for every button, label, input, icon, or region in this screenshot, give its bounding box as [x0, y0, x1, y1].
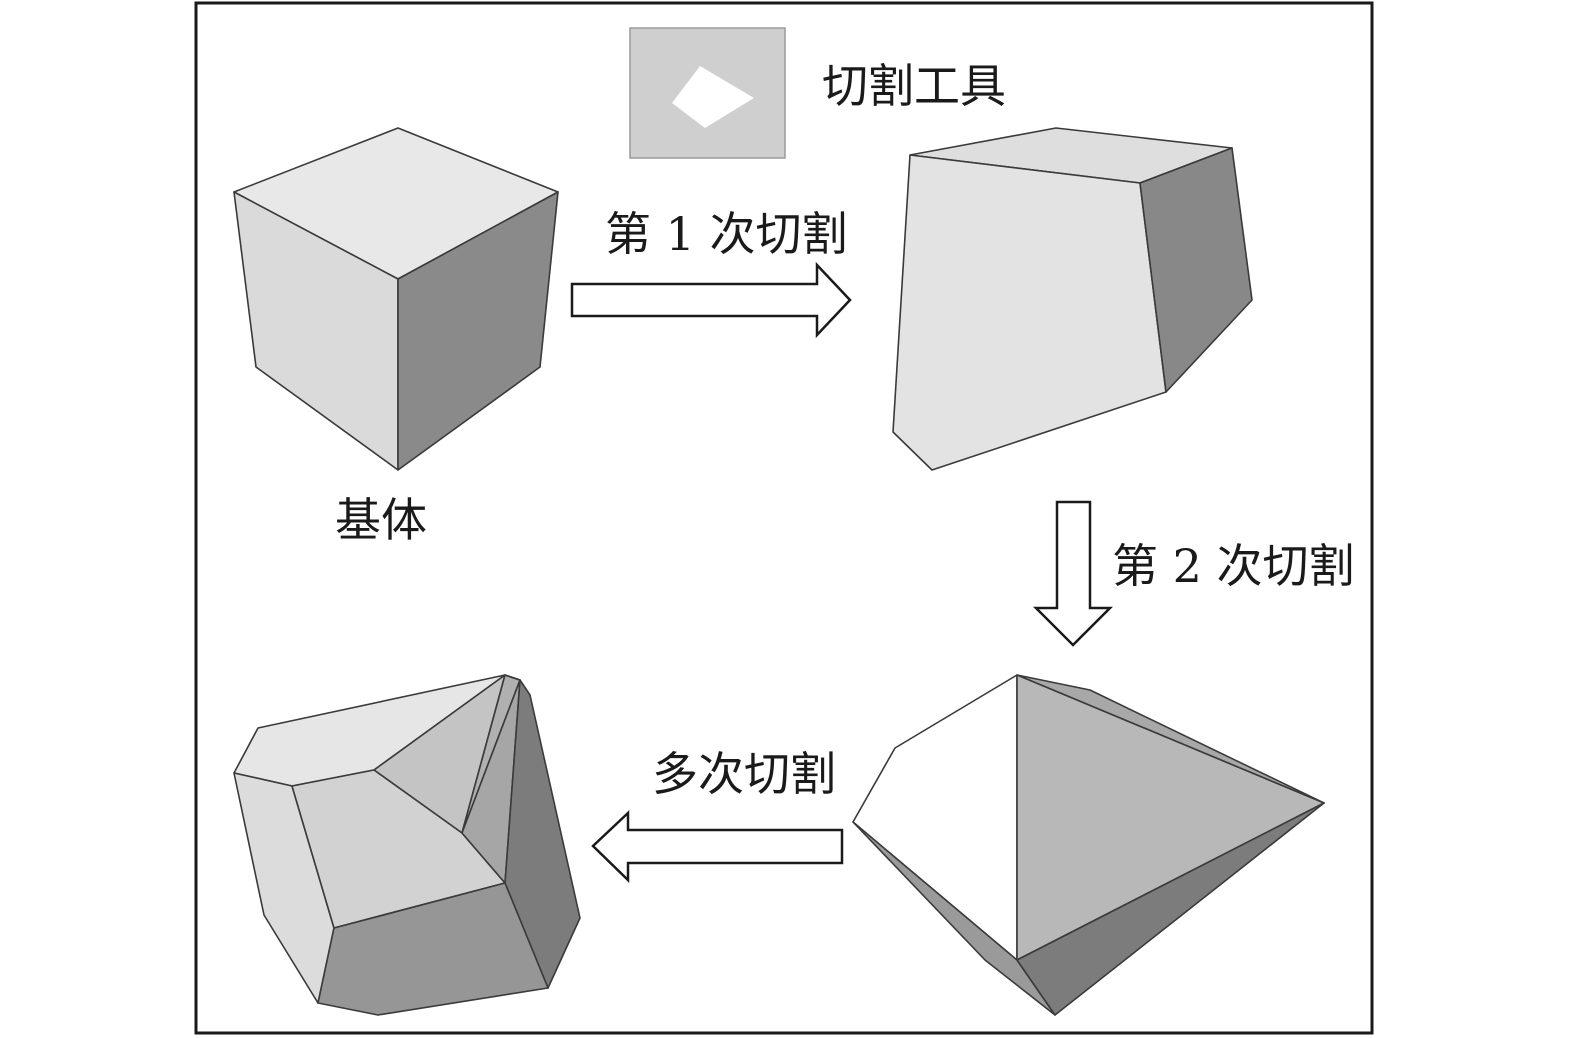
cut1-right-face: [1139, 147, 1253, 393]
base-body-label: 基体: [335, 493, 427, 547]
cut2-bottom-right-face: [1016, 802, 1325, 1016]
arrow-multi-cut: [591, 810, 844, 883]
arrow-cut-2: [1032, 500, 1114, 647]
arrow-cut-1: [570, 261, 852, 339]
shape-after-multi-cut: [233, 674, 581, 1016]
multi-right-face: [504, 674, 581, 989]
shape-after-cut-1: [892, 127, 1253, 471]
cutting-tool-icon: [629, 27, 786, 159]
multi-bottom-face: [317, 882, 549, 1016]
cut1-front-face: [892, 154, 1167, 471]
shape-after-cut-2: [852, 674, 1325, 1016]
cut-2-label: 第 2 次切割: [1112, 539, 1355, 593]
cutting-tool-label: 切割工具: [822, 59, 1006, 113]
multi-cut-label: 多次切割: [652, 747, 836, 801]
cutting-tool-shape: [672, 66, 754, 128]
cube-right-face: [397, 191, 559, 471]
base-body-cube: [233, 127, 559, 471]
cut-1-label: 第 1 次切割: [605, 207, 848, 261]
